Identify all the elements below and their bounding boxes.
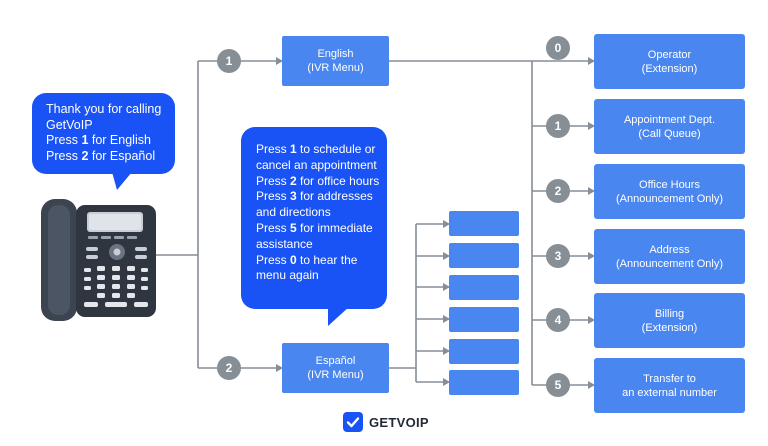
greeting-bubble: Thank you for calling GetVoIP Press 1 fo…: [46, 102, 161, 164]
destination-box-office-hours: [594, 164, 745, 219]
getvoip-logo: GETVOIP: [343, 412, 429, 432]
destination-label-operator: Operator (Extension): [594, 34, 745, 89]
spanish-menu-title: Español: [315, 355, 356, 367]
greeting-line: Press 1 for English: [46, 133, 151, 148]
spanish-submenu-box: [449, 307, 519, 332]
destination-badge: 1: [546, 114, 570, 138]
destination-title: Transfer to: [643, 372, 696, 385]
destination-subtitle: (Extension): [641, 321, 698, 334]
destination-badge: 2: [546, 179, 570, 203]
destination-subtitle: an external number: [622, 386, 717, 399]
destination-label-transfer: Transfer to an external number: [594, 358, 745, 413]
destination-subtitle: (Call Queue): [638, 127, 701, 140]
desk-phone-icon: [41, 199, 156, 321]
destination-title: Operator: [647, 48, 692, 61]
menu-line: assistance: [256, 236, 313, 251]
destination-badge: 5: [546, 373, 570, 397]
destination-label-address: Address (Announcement Only): [594, 229, 745, 284]
destination-subtitle: (Announcement Only): [616, 257, 723, 270]
greeting-bubble-shape: [32, 93, 175, 190]
spanish-menu-subtitle: (IVR Menu): [307, 369, 364, 381]
destination-title: Office Hours: [639, 178, 700, 191]
menu-bubble-shape: [241, 127, 387, 326]
menu-line: and directions: [256, 205, 331, 220]
spanish-submenu-box: [449, 370, 519, 395]
spanish-submenu-box: [449, 339, 519, 364]
destination-subtitle: (Extension): [641, 62, 698, 75]
spanish-menu-box: [282, 343, 389, 393]
logo-text: GETVOIP: [369, 414, 429, 430]
destination-subtitle: (Announcement Only): [616, 192, 723, 205]
menu-line: Press 0 to hear the: [256, 252, 358, 267]
destination-box-operator: [594, 34, 745, 89]
english-menu-box: [282, 36, 389, 86]
english-option-badge: 1: [217, 49, 241, 73]
destination-box-address: [594, 229, 745, 284]
destination-boxes: [594, 34, 745, 413]
destination-badge: 0: [546, 36, 570, 60]
greeting-line: Press 2 for Español: [46, 148, 156, 163]
greeting-line: GetVoIP: [46, 117, 93, 132]
english-menu-title: English: [317, 48, 354, 60]
spanish-submenu-box: [449, 211, 519, 236]
destination-title: Billing: [654, 307, 685, 320]
destination-box-transfer: [594, 358, 745, 413]
spanish-submenu-box: [449, 275, 519, 300]
check-icon: [343, 412, 363, 432]
destination-label-billing: Billing (Extension): [594, 293, 745, 348]
destination-title: Appointment Dept.: [623, 113, 716, 126]
menu-line: Press 5 for immediate: [256, 220, 373, 235]
spanish-option-badge: 2: [217, 356, 241, 380]
destination-title: Address: [649, 243, 690, 256]
destination-badge: 3: [546, 244, 570, 268]
menu-line: Press 1 to schedule or: [256, 142, 376, 156]
menu-line: cancel an appointment: [256, 157, 377, 172]
menu-line: Press 2 for office hours: [256, 173, 380, 188]
destination-box-billing: [594, 293, 745, 348]
menu-line: Press 3 for addresses: [256, 189, 373, 204]
destination-box-appointment: [594, 99, 745, 154]
english-menu-subtitle: (IVR Menu): [307, 62, 364, 74]
connectors: [155, 57, 595, 389]
greeting-line: Thank you for calling: [46, 102, 162, 116]
destination-label-office-hours: Office Hours (Announcement Only): [594, 164, 745, 219]
menu-line: menu again: [256, 268, 319, 283]
menu-bubble: Press 1 to schedule or cancel an appoint…: [256, 142, 379, 284]
english-menu-label: English (IVR Menu): [282, 36, 389, 86]
spanish-submenu-boxes: [449, 211, 519, 395]
spanish-submenu-box: [449, 243, 519, 268]
spanish-menu-label: Español (IVR Menu): [282, 343, 389, 393]
destination-label-appointment: Appointment Dept. (Call Queue): [594, 99, 745, 154]
destination-badge: 4: [546, 308, 570, 332]
